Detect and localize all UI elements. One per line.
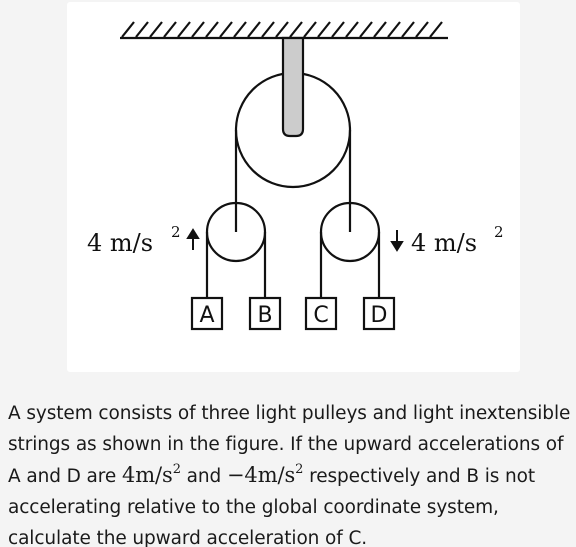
block-c	[304, 296, 338, 331]
acceleration-label-right: 4 m/s	[411, 229, 477, 257]
down-arrow-icon	[390, 230, 404, 252]
pulley-diagram: 4 m/s 2 4 m/s 2 A B C D	[87, 21, 504, 331]
question-line-4: accelerating relative to the global coor…	[8, 497, 499, 518]
acceleration-label-left: 4 m/s	[87, 229, 153, 257]
question-line-3: A and D are 4m/s2 and −4m/s2 respectivel…	[8, 460, 576, 492]
question-line-3-mid: and	[180, 466, 227, 487]
question-line-1: A system consists of three light pulleys…	[8, 403, 571, 424]
question-line-5: calculate the upward acceleration of C.	[8, 528, 368, 547]
question-line-3-end: respectively and B is not	[303, 466, 536, 487]
question-line-3-start: A and D are	[8, 466, 122, 487]
question-text: A system consists of three light pulleys…	[8, 398, 576, 547]
block-c-label: C	[313, 303, 328, 328]
support-rod	[281, 36, 305, 138]
ceiling-hatching	[121, 21, 443, 38]
math-accel-d: −4m/s2	[226, 462, 304, 487]
acceleration-exponent-right: 2	[494, 223, 504, 241]
block-a	[190, 296, 224, 331]
pulley-figure: 4 m/s 2 4 m/s 2 A B C D	[67, 2, 520, 372]
math-accel-a: 4m/s2	[121, 462, 181, 487]
block-d-label: D	[371, 303, 388, 328]
question-line-2: strings as shown in the figure. If the u…	[8, 434, 564, 455]
block-d	[362, 296, 396, 331]
block-b-label: B	[257, 303, 272, 328]
acceleration-exponent-left: 2	[171, 223, 181, 241]
up-arrow-icon	[186, 228, 200, 250]
block-a-label: A	[199, 303, 214, 328]
block-b	[248, 296, 282, 331]
